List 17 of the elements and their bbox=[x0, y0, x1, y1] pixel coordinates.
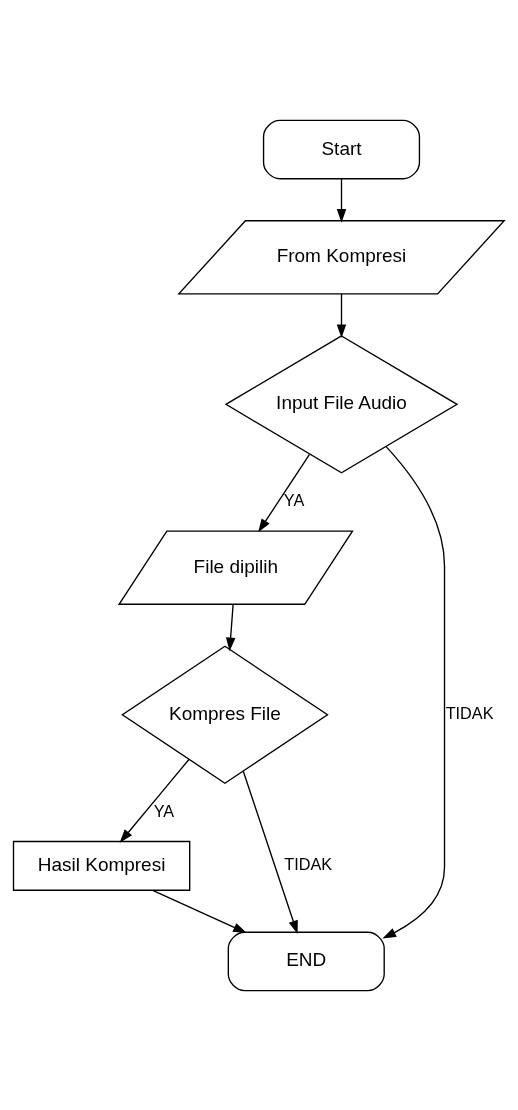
edge-label: YA bbox=[153, 801, 175, 820]
arrow bbox=[152, 889, 247, 933]
arrow bbox=[119, 758, 190, 843]
node-diamond: Input File Audio bbox=[224, 334, 459, 474]
arrow bbox=[242, 770, 298, 934]
arrow bbox=[258, 453, 311, 532]
edge-label: TIDAK bbox=[284, 854, 333, 873]
node-diamond: Kompres File bbox=[121, 645, 329, 784]
node-box: Hasil Kompresi bbox=[12, 840, 191, 891]
arrow bbox=[382, 445, 446, 938]
edge-label: YA bbox=[283, 490, 305, 509]
node-box: Start bbox=[262, 119, 421, 179]
arrow bbox=[336, 292, 347, 338]
node-box: END bbox=[227, 931, 385, 991]
edge-label: TIDAK bbox=[445, 703, 494, 722]
arrow bbox=[225, 603, 236, 651]
arrow bbox=[336, 177, 347, 223]
